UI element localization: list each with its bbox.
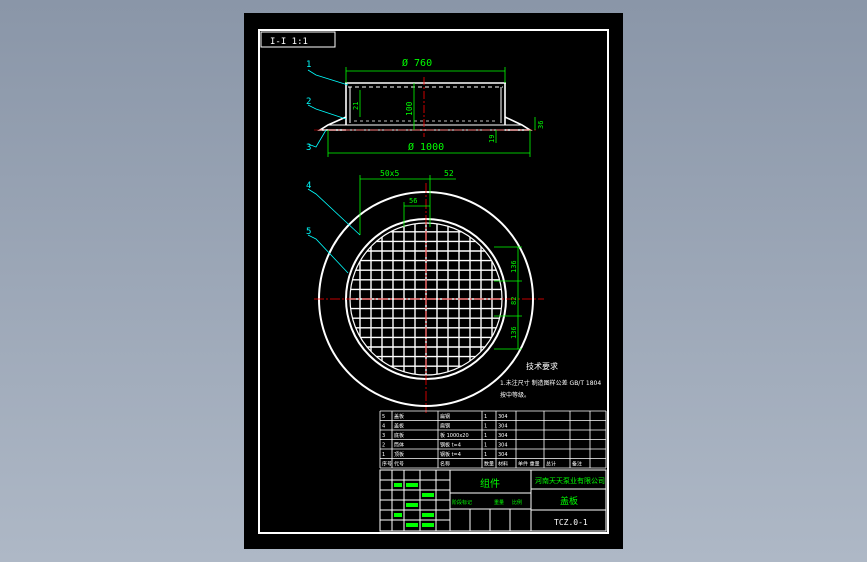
tb-weight-label: 重量 <box>494 499 504 506</box>
tb-stage-label: 阶段标记 <box>452 499 472 506</box>
tb-mark-1 <box>394 483 402 487</box>
leader-2 <box>307 104 347 120</box>
notes-line-1: 1.未注尺寸 制造图样公差 GB/T 1804 <box>500 379 601 387</box>
tb-mark-2 <box>406 483 418 487</box>
dim-top-diameter: Ø 760 <box>402 57 432 69</box>
bom-header-cell: 单件 重量 <box>518 461 540 468</box>
bom-cell: 304 <box>498 443 508 449</box>
tb-part-name: 组件 <box>480 477 500 490</box>
dim-height-21: 21 <box>352 102 360 110</box>
dim-right-136b: 136 <box>510 326 518 339</box>
part-label-3: 3 <box>306 143 311 153</box>
leader-3 <box>307 129 327 148</box>
base-plate-right <box>504 116 533 131</box>
bom-cell: 304 <box>498 414 508 420</box>
base-plate-left <box>317 116 347 131</box>
dim-grid-52: 52 <box>444 169 454 178</box>
dim-base-diameter: Ø 1000 <box>408 141 444 153</box>
bom-header-cell: 数量 <box>484 461 494 468</box>
bom-cell: 盖板 <box>394 413 404 420</box>
tb-mark-7 <box>422 523 434 527</box>
bom-cell: 扁钢 <box>440 423 450 430</box>
plan-dimensions <box>359 175 522 350</box>
tb-company: 河南天天泵业有限公司 <box>535 476 605 485</box>
bom-cell: 4 <box>382 424 385 430</box>
tb-mark-6 <box>406 523 418 527</box>
bom-cell: 3 <box>382 433 385 439</box>
bom-cell: 钢板 t=4 <box>440 451 461 458</box>
bom-cell: 筒体 <box>394 442 404 449</box>
leader-4 <box>307 188 361 236</box>
bom-header-cell: 备注 <box>572 461 582 468</box>
tb-mark-4 <box>406 503 418 507</box>
bom-cell: 顶板 <box>394 451 404 458</box>
bom-cell: 钢板 t=4 <box>440 442 461 449</box>
bom-cell: 5 <box>382 414 385 420</box>
bom-cell: 1 <box>484 452 487 458</box>
bom-cell: 盖板 <box>394 423 404 430</box>
dim-height-36: 36 <box>537 121 545 129</box>
leader-1 <box>307 69 349 86</box>
dim-grid-56: 56 <box>409 197 417 205</box>
tb-scale-label: 比例 <box>512 499 522 506</box>
bom-cell: 底板 <box>394 432 404 439</box>
tb-drawing-title: 盖板 <box>560 495 578 507</box>
tb-mark-3 <box>422 493 434 497</box>
tb-drawing-no: TCZ.0-1 <box>554 518 588 527</box>
title-block <box>379 469 607 532</box>
dim-grid-pitch: 50x5 <box>380 169 399 178</box>
part-label-1: 1 <box>306 60 311 70</box>
section-dimensions <box>327 67 536 157</box>
bom-cell: 1 <box>382 452 385 458</box>
bom-cell: 1 <box>484 424 487 430</box>
section-label: I-I 1:1 <box>270 37 308 47</box>
tb-mark-5 <box>422 513 434 517</box>
leader-5 <box>307 234 349 274</box>
bom-cell: 1 <box>484 433 487 439</box>
bom-header-cell: 总计 <box>546 461 556 468</box>
bom-cell: 扁钢 <box>440 413 450 420</box>
dim-right-82: 82 <box>510 297 518 305</box>
bom-cell: 304 <box>498 433 508 439</box>
bom-header-cell: 名称 <box>440 461 450 468</box>
part-label-4: 4 <box>306 181 311 191</box>
bom-cell: 304 <box>498 424 508 430</box>
dim-right-136a: 136 <box>510 260 518 273</box>
bom-cell: 1 <box>484 443 487 449</box>
part-label-2: 2 <box>306 97 311 107</box>
cad-drawing: I-I 1:1 Ø 760 Ø 1000 100 21 36 19 <box>258 29 609 534</box>
section-label-box <box>260 31 336 48</box>
dim-height-100: 100 <box>405 101 414 116</box>
title-grid-marks <box>394 483 434 527</box>
bom-cell: 2 <box>382 443 385 449</box>
bom-cell: 304 <box>498 452 508 458</box>
leaders <box>307 69 361 274</box>
bom-header-cell: 序号 <box>382 461 392 468</box>
bom-cell: 1 <box>484 414 487 420</box>
tb-mark-8 <box>394 513 402 517</box>
notes-line-2: 按中等级。 <box>500 391 530 399</box>
drawing-sheet: I-I 1:1 Ø 760 Ø 1000 100 21 36 19 <box>244 13 623 549</box>
part-label-5: 5 <box>306 227 311 237</box>
bom-header-cell: 材料 <box>498 461 508 468</box>
bom-cell: 板 1000x20 <box>440 432 469 439</box>
notes-heading: 技术要求 <box>526 361 558 371</box>
dim-rim-19: 19 <box>488 135 496 143</box>
sheet-border <box>258 29 609 534</box>
bom-header-cell: 代号 <box>394 461 404 468</box>
